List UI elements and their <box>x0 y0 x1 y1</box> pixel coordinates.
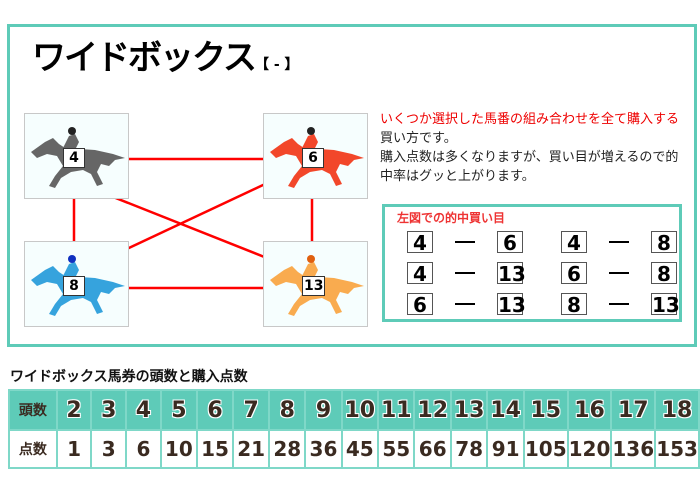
row-label-heads: 頭数 <box>8 389 58 431</box>
points-cell: 6 <box>125 429 162 469</box>
combination-4-13: 4 13 <box>407 262 526 286</box>
heads-cell: 15 <box>522 389 569 431</box>
horse-number-box: 8 <box>561 293 587 316</box>
horse-number-box: 13 <box>497 262 526 286</box>
heads-cell: 8 <box>268 389 307 431</box>
horse-panel-8: 8 <box>24 241 129 327</box>
points-cell: 66 <box>413 429 452 469</box>
dash <box>455 241 475 243</box>
horse-number-box: 13 <box>497 293 526 317</box>
points-cell: 3 <box>90 429 128 469</box>
horse-number: 4 <box>63 148 85 168</box>
combination-6-13: 6 13 <box>407 293 526 317</box>
horse-panel-13: 13 <box>263 241 368 327</box>
page-title: ワイドボックス【 - 】 <box>32 30 299 79</box>
points-cell: 120 <box>566 429 613 469</box>
description-text: 買い方です。 <box>380 131 457 146</box>
heads-cell: 12 <box>413 389 452 431</box>
heads-cell: 6 <box>195 389 235 431</box>
points-cell: 91 <box>486 429 525 469</box>
points-cell: 21 <box>232 429 271 469</box>
heads-cell: 2 <box>55 389 93 431</box>
heads-cell: 16 <box>566 389 613 431</box>
horse-number-box: 13 <box>651 293 680 317</box>
horse-number-box: 6 <box>497 231 523 254</box>
heads-cell: 17 <box>610 389 657 431</box>
horse-number: 8 <box>63 276 85 296</box>
points-cell: 10 <box>159 429 198 469</box>
horse-number: 13 <box>302 276 326 296</box>
horse-number-box: 4 <box>407 262 433 285</box>
heads-cell: 3 <box>90 389 128 431</box>
heads-cell: 9 <box>304 389 343 431</box>
description-highlight: いくつか選択した馬番の組み合わせを全て購入する <box>380 112 680 127</box>
heads-cell: 4 <box>125 389 162 431</box>
description-line2: 購入点数は多くなりますが、買い目が増えるので的中率はグッと上がります。 <box>380 150 679 184</box>
dash <box>609 303 629 305</box>
horse-panel-4: 4 <box>24 113 129 199</box>
heads-cell: 7 <box>232 389 271 431</box>
heads-cell: 18 <box>654 389 700 431</box>
heads-cell: 5 <box>159 389 198 431</box>
row-label-points: 点数 <box>8 429 58 469</box>
dash <box>609 272 629 274</box>
horse-number: 6 <box>302 148 324 168</box>
horse-number-box: 8 <box>651 231 677 254</box>
heads-cell: 11 <box>377 389 416 431</box>
heads-cell: 10 <box>340 389 380 431</box>
points-cell: 55 <box>377 429 416 469</box>
title-bracket: 【 - 】 <box>254 57 299 73</box>
dash <box>455 272 475 274</box>
points-cell: 153 <box>654 429 700 469</box>
heads-cell: 13 <box>449 389 489 431</box>
dash <box>455 303 475 305</box>
points-cell: 1 <box>55 429 93 469</box>
table-title: ワイドボックス馬券の頭数と購入点数 <box>10 369 248 385</box>
combination-8-13: 8 13 <box>561 293 680 317</box>
dash <box>609 241 629 243</box>
wide-box-panel <box>7 24 697 347</box>
horse-panel-6: 6 <box>263 113 368 199</box>
horse-number-box: 4 <box>407 231 433 254</box>
points-cell: 36 <box>304 429 343 469</box>
heads-cell: 14 <box>486 389 525 431</box>
points-cell: 136 <box>610 429 657 469</box>
description: いくつか選択した馬番の組み合わせを全て購入する買い方です。購入点数は多くなります… <box>380 110 690 186</box>
horse-number-box: 8 <box>651 262 677 285</box>
horse-number-box: 4 <box>561 231 587 254</box>
winning-combinations-title: 左図での的中買い目 <box>397 211 506 225</box>
points-cell: 78 <box>449 429 489 469</box>
points-cell: 28 <box>268 429 307 469</box>
title-text: ワイドボックス <box>32 38 257 78</box>
horse-number-box: 6 <box>407 293 433 316</box>
points-cell: 15 <box>195 429 235 469</box>
points-cell: 45 <box>340 429 380 469</box>
points-cell: 105 <box>522 429 569 469</box>
horse-number-box: 6 <box>561 262 587 285</box>
